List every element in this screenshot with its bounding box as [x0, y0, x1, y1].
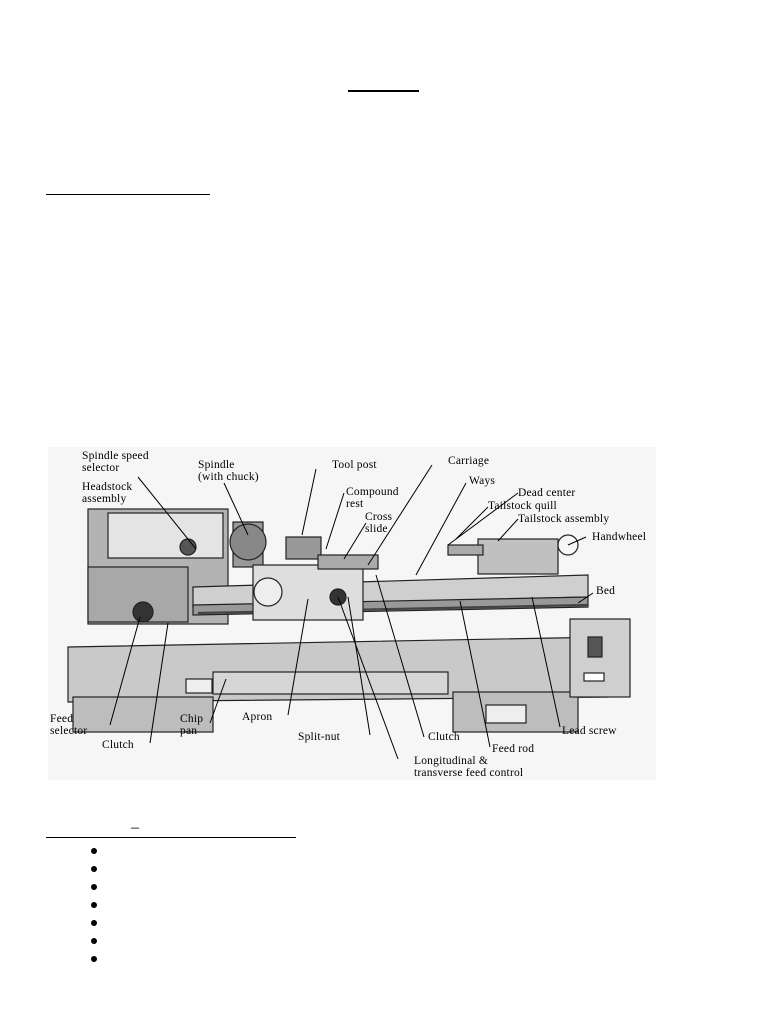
label-tailstock-assembly: Tailstock assembly [518, 513, 610, 525]
control-box-shape [569, 618, 631, 698]
section-heading-underline [46, 194, 210, 195]
label-feed-rod: Feed rod [492, 743, 535, 755]
chip-pan-shape [212, 671, 449, 695]
label-clutch-left: Clutch [102, 739, 134, 751]
label-tailstock-quill: Tailstock quill [488, 500, 557, 512]
label-split-nut: Split-nut [298, 731, 341, 743]
lathe-diagram: Spindle speed selector Headstock assembl… [48, 447, 656, 780]
label-clutch-right: Clutch [428, 731, 460, 743]
leader-lines [109, 464, 594, 760]
label-longitudinal-feed-control: Longitudinal & transverse feed control [414, 755, 524, 779]
tailstock-shape [477, 538, 559, 575]
label-handwheel: Handwheel [592, 531, 647, 543]
label-spindle-speed-selector: Spindle speed selector [82, 450, 149, 474]
label-headstock-assembly: Headstock assembly [82, 481, 133, 505]
label-cross-slide: Cross slide [365, 511, 393, 535]
label-compound-rest: Compound rest [346, 486, 399, 510]
list-heading-underline [46, 837, 296, 838]
dash-mark: – [131, 819, 139, 836]
label-dead-center: Dead center [518, 487, 576, 499]
label-tool-post: Tool post [332, 459, 377, 471]
label-ways: Ways [469, 475, 496, 487]
label-lead-screw: Lead screw [562, 725, 617, 737]
title-underline [348, 90, 419, 92]
tool-post-shape [285, 536, 322, 560]
lathe-illustration [67, 464, 631, 760]
label-carriage: Carriage [448, 455, 490, 467]
label-chip-pan: Chip pan [180, 713, 204, 737]
label-apron: Apron [242, 711, 273, 723]
label-bed: Bed [596, 585, 616, 597]
label-feed-selector: Feed selector [50, 713, 88, 737]
label-spindle-with-chuck: Spindle (with chuck) [198, 459, 259, 483]
